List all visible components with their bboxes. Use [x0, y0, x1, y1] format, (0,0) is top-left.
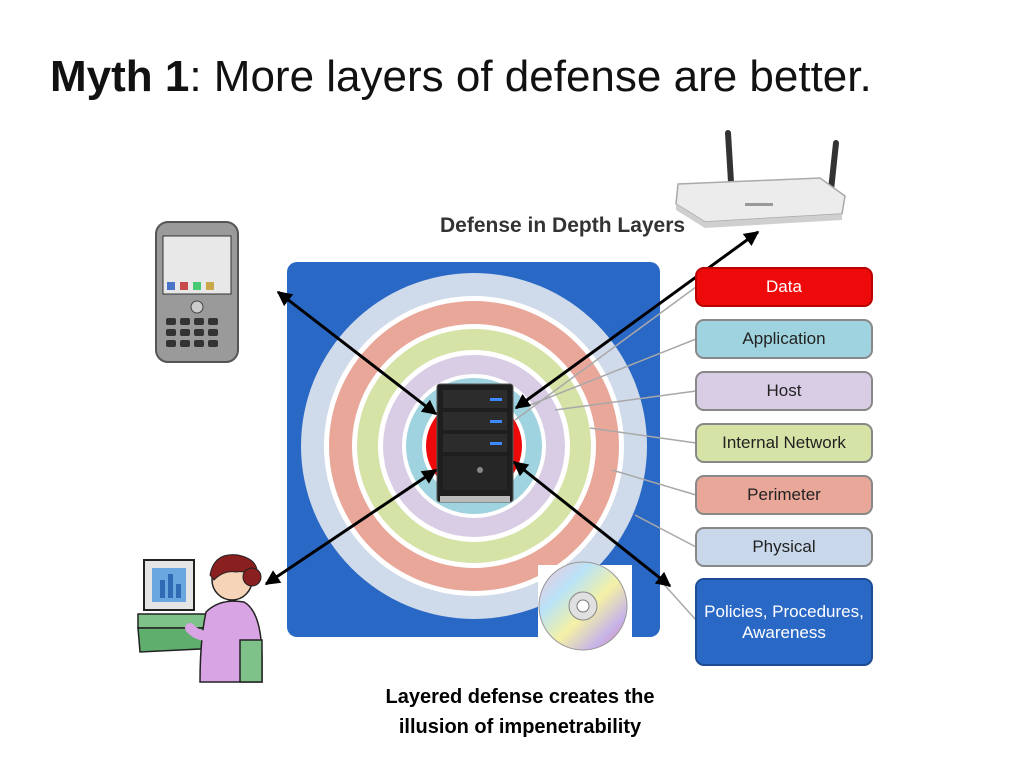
layer-label-perimeter: Perimeter — [695, 475, 873, 515]
user-at-computer-icon — [137, 554, 263, 683]
page-title: Myth 1: More layers of defense are bette… — [50, 52, 872, 102]
caption-line-1: Layered defense creates the — [385, 686, 655, 708]
server-icon — [436, 383, 514, 503]
layer-label-internal-network: Internal Network — [695, 423, 873, 463]
layer-label-physical: Physical — [695, 527, 873, 567]
smartphone-icon — [155, 221, 239, 363]
arrow-router-server — [514, 230, 760, 410]
title-bold: Myth 1 — [50, 52, 190, 101]
layer-label-host: Host — [695, 371, 873, 411]
arrow-user-server — [264, 468, 438, 586]
layer-label-policies: Policies, Procedures, Awareness — [695, 578, 873, 666]
layer-label-data: Data — [695, 267, 873, 307]
layer-label-application: Application — [695, 319, 873, 359]
title-rest: : More layers of defense are better. — [189, 52, 872, 101]
cd-disc-icon — [538, 561, 632, 651]
arrow-phone-server — [276, 290, 438, 416]
arrow-disc-server — [512, 460, 672, 588]
router-icon — [675, 130, 846, 228]
caption: Layered defense creates the illusion of … — [320, 682, 720, 742]
caption-line-2: illusion of impenetrability — [398, 716, 642, 738]
attack-arrows — [264, 230, 760, 588]
